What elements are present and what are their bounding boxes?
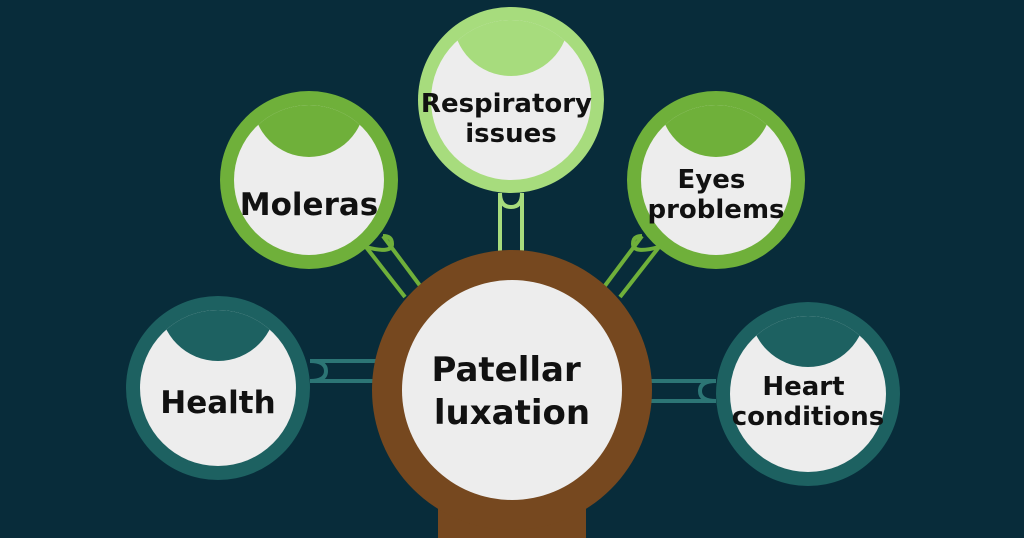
node-eyes: Eyes problems [627, 91, 805, 269]
node-moleras-cap [253, 105, 365, 157]
node-moleras-label: Moleras [240, 187, 378, 223]
connector-moleras [364, 234, 423, 299]
node-moleras: Moleras [220, 91, 398, 269]
node-heart: Heart conditions [716, 302, 900, 486]
center-label: Patellar luxation [431, 350, 592, 433]
connectors [309, 192, 717, 403]
node-health-disc [140, 310, 296, 466]
connector-health [309, 359, 380, 383]
center-label-line-2: luxation [434, 393, 590, 433]
node-heart-cap [750, 316, 866, 367]
node-eyes-label: Eyes problems [647, 165, 784, 225]
center-label-line-1: Patellar [431, 350, 581, 390]
connector-heart [644, 379, 717, 403]
center-node: Patellar luxation [372, 250, 652, 538]
node-respiratory: Respiratory issues [418, 7, 604, 193]
node-health-label: Health [160, 385, 275, 421]
node-health: Health [126, 296, 310, 480]
node-heart-label: Heart conditions [732, 372, 885, 432]
node-heart-disc [730, 316, 886, 472]
node-respiratory-label: Respiratory issues [421, 89, 601, 149]
connector-respiratory [498, 192, 524, 259]
node-eyes-cap [660, 105, 772, 157]
node-respiratory-cap [453, 20, 569, 76]
node-health-cap [160, 310, 276, 361]
center-disc [402, 280, 622, 500]
connector-eyes [602, 234, 661, 299]
